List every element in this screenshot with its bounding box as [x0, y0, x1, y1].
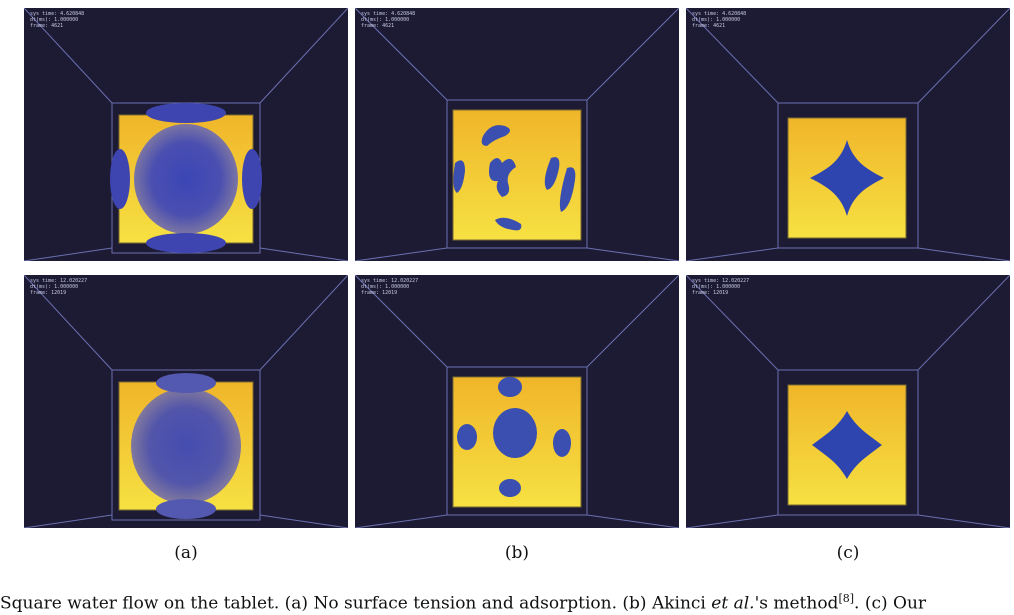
hud-readout: sys time: 12.020227 dt(ms): 1.000000 fra…: [30, 278, 88, 296]
label-c: (c): [836, 543, 860, 563]
figure-caption: Square water flow on the tablet. (a) No …: [0, 592, 927, 614]
hud-readout: sys time: 12.020227 dt(ms): 1.000000 fra…: [692, 278, 750, 296]
reference[interactable]: [8]: [838, 592, 855, 605]
panel-c-top: sys time: 4.620848 dt(ms): 1.000000 fram…: [686, 8, 1010, 261]
hud-readout: sys time: 4.620848 dt(ms): 1.000000 fram…: [361, 11, 416, 29]
hud-readout: sys time: 12.020227 dt(ms): 1.000000 fra…: [361, 278, 419, 296]
panel-a-bottom: sys time: 12.020227 dt(ms): 1.000000 fra…: [24, 275, 348, 528]
panel-c-bottom: sys time: 12.020227 dt(ms): 1.000000 fra…: [686, 275, 1010, 528]
panel-b-top: sys time: 4.620848 dt(ms): 1.000000 fram…: [355, 8, 679, 261]
hud-readout: sys time: 4.620848 dt(ms): 1.000000 fram…: [692, 11, 747, 29]
label-b: (b): [504, 543, 530, 563]
panel-b-bottom: sys time: 12.020227 dt(ms): 1.000000 fra…: [355, 275, 679, 528]
label-a: (a): [174, 543, 198, 563]
hud-readout: sys time: 4.620848 dt(ms): 1.000000 fram…: [30, 11, 85, 29]
panel-a-top: sys time: 4.620848 dt(ms): 1.000000 fram…: [24, 8, 348, 261]
caption-italic: et al.: [711, 593, 755, 614]
